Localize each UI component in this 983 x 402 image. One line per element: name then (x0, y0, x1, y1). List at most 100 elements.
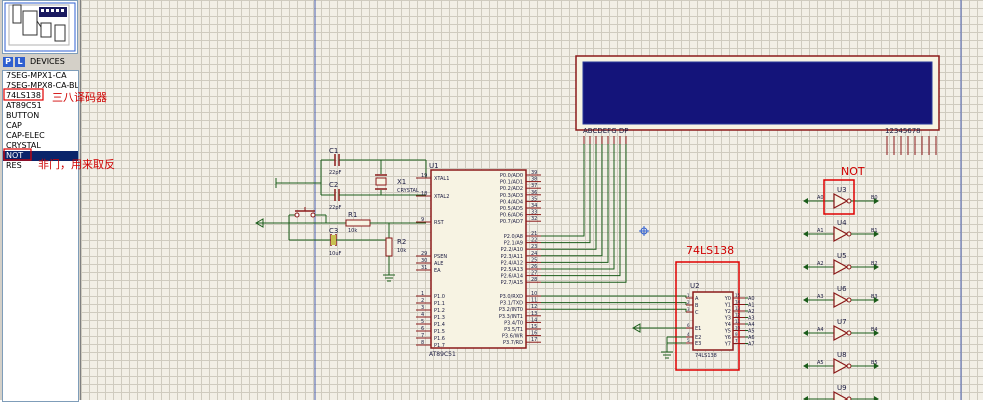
gate-input-net: A0 (817, 195, 824, 201)
segments-label: ABCDEFG DP (583, 127, 628, 135)
device-item[interactable]: RES (6, 161, 22, 170)
u1-pin-name: P3.2/INT0 (499, 307, 523, 313)
digits-label: 12345678 (885, 127, 921, 135)
capacitor-c3[interactable]: C3 10uF (329, 227, 342, 257)
gate-body (833, 258, 849, 276)
u2-pin-number: 12 (735, 313, 741, 318)
p3-to-decoder-wires (541, 295, 687, 312)
decoder-u2[interactable]: 74LS138 U2 74LS138 1A2B3C6E14E25E3Y015A0… (675, 244, 755, 371)
u2-pin-name: Y0 (724, 296, 731, 302)
schematic-drawing: ABCDEFG DP 12345678 C1 22pF C2 22pF (254, 0, 962, 400)
device-item[interactable]: 7SEG-MPX1-CA (6, 71, 67, 80)
gate-ref: U6 (837, 285, 847, 293)
gate-output-net: B4 (871, 327, 878, 333)
device-item[interactable]: CAP-ELEC (6, 131, 45, 140)
u1-pin-name: P2.5/A13 (501, 267, 523, 273)
gate-input-arrow (803, 264, 808, 270)
crystal-x1[interactable]: X1 CRYSTAL (375, 174, 419, 194)
decoder-title: 74LS138 (686, 244, 734, 257)
u1-pin-name: P3.1/TXD (500, 301, 523, 307)
u2-output-net: A5 (748, 329, 755, 335)
device-item[interactable]: BUTTON (6, 111, 40, 120)
gate-bubble (846, 264, 852, 270)
u2-pin-name: E1 (695, 326, 701, 332)
device-item[interactable]: AT89C51 (6, 101, 42, 110)
u1-pin-number: 29 (421, 251, 427, 257)
device-item[interactable]: CAP (6, 121, 22, 130)
resistor-r2[interactable]: R2 10k (385, 237, 406, 257)
u2-pin-name: Y2 (724, 309, 731, 315)
gate-body (833, 357, 849, 375)
u1-pin-number: 7 (421, 333, 424, 339)
u1-ref: U1 (429, 162, 439, 170)
gate-ref: U4 (837, 219, 847, 227)
u2-output-net: A7 (748, 342, 755, 348)
gate-input-net: A3 (817, 294, 824, 300)
u1-pin-name: P3.3/INT1 (499, 314, 523, 320)
pick-devices-button[interactable]: P (3, 57, 13, 67)
p3-wire (541, 302, 687, 305)
u1-pin-name: P1.7 (434, 343, 445, 349)
u1-pin-number: 39 (531, 170, 537, 176)
gate-bubble (846, 198, 852, 204)
u1-pin-name: P3.7/RD (503, 340, 523, 346)
u2-body (692, 291, 734, 351)
r1-ref: R1 (348, 211, 357, 219)
u1-pin-name: P0.0/AD0 (500, 173, 523, 179)
gate-output-net: B5 (871, 360, 878, 366)
resistor-r1[interactable]: R1 10k (345, 211, 371, 234)
r1-value: 10k (348, 228, 357, 234)
u1-pin-name: P0.1/AD1 (500, 180, 523, 186)
device-item[interactable]: 74LS138 (6, 91, 41, 100)
u1-pin-name: P1.5 (434, 329, 445, 335)
not-highlight-box (823, 179, 855, 215)
u2-output-net: A1 (748, 303, 755, 309)
p2-to-display-wires (541, 144, 627, 283)
library-button[interactable]: L (15, 57, 25, 67)
u1-pin-number: 19 (421, 173, 427, 179)
seven-segment-display[interactable]: ABCDEFG DP 12345678 (575, 55, 940, 155)
c3-ref: C3 (329, 227, 338, 235)
c1-value: 22pF (329, 170, 342, 176)
gate-input-net: A1 (817, 228, 824, 234)
reset-button[interactable] (289, 207, 316, 218)
u1-pin-number: 1 (421, 291, 424, 297)
schematic-canvas[interactable]: ABCDEFG DP 12345678 C1 22pF C2 22pF (81, 0, 983, 400)
capacitor-c1[interactable]: C1 22pF (329, 147, 342, 176)
u1-pin-name: P2.1/A9 (504, 241, 523, 247)
not-gate[interactable]: U9 (803, 384, 879, 400)
u2-pin-number: 10 (735, 326, 741, 331)
gate-output-arrow (874, 231, 879, 237)
gate-ref: U8 (837, 351, 847, 359)
u1-pin-number: 35 (531, 196, 537, 202)
gate-ref: U3 (837, 186, 847, 194)
device-item[interactable]: CRYSTAL (6, 141, 41, 150)
overview-preview[interactable] (2, 0, 78, 54)
u1-pin-number: 32 (531, 216, 537, 222)
gate-input-arrow (803, 396, 808, 400)
gate-body (833, 192, 849, 210)
device-item[interactable]: 7SEG-MPX8-CA-BL (6, 81, 79, 90)
u1-pin-name: P3.6/WR (502, 334, 524, 340)
u2-pin-name: Y7 (724, 342, 731, 348)
u1-pin-name: EA (434, 268, 441, 274)
p2-wire (541, 144, 621, 277)
u1-pin-number: 9 (421, 217, 424, 223)
mode-bar: P L DEVICES (2, 56, 77, 69)
gate-input-arrow (803, 231, 808, 237)
gate-body (833, 291, 849, 309)
decoder-highlight-box (675, 261, 740, 371)
u1-pin-name: P2.7/A15 (501, 280, 523, 286)
u1-pin-number: 31 (421, 265, 427, 271)
capacitor-c2[interactable]: C2 22pF (329, 181, 342, 211)
u1-pin-number: 33 (531, 210, 537, 216)
device-item[interactable]: NOT (3, 151, 78, 161)
